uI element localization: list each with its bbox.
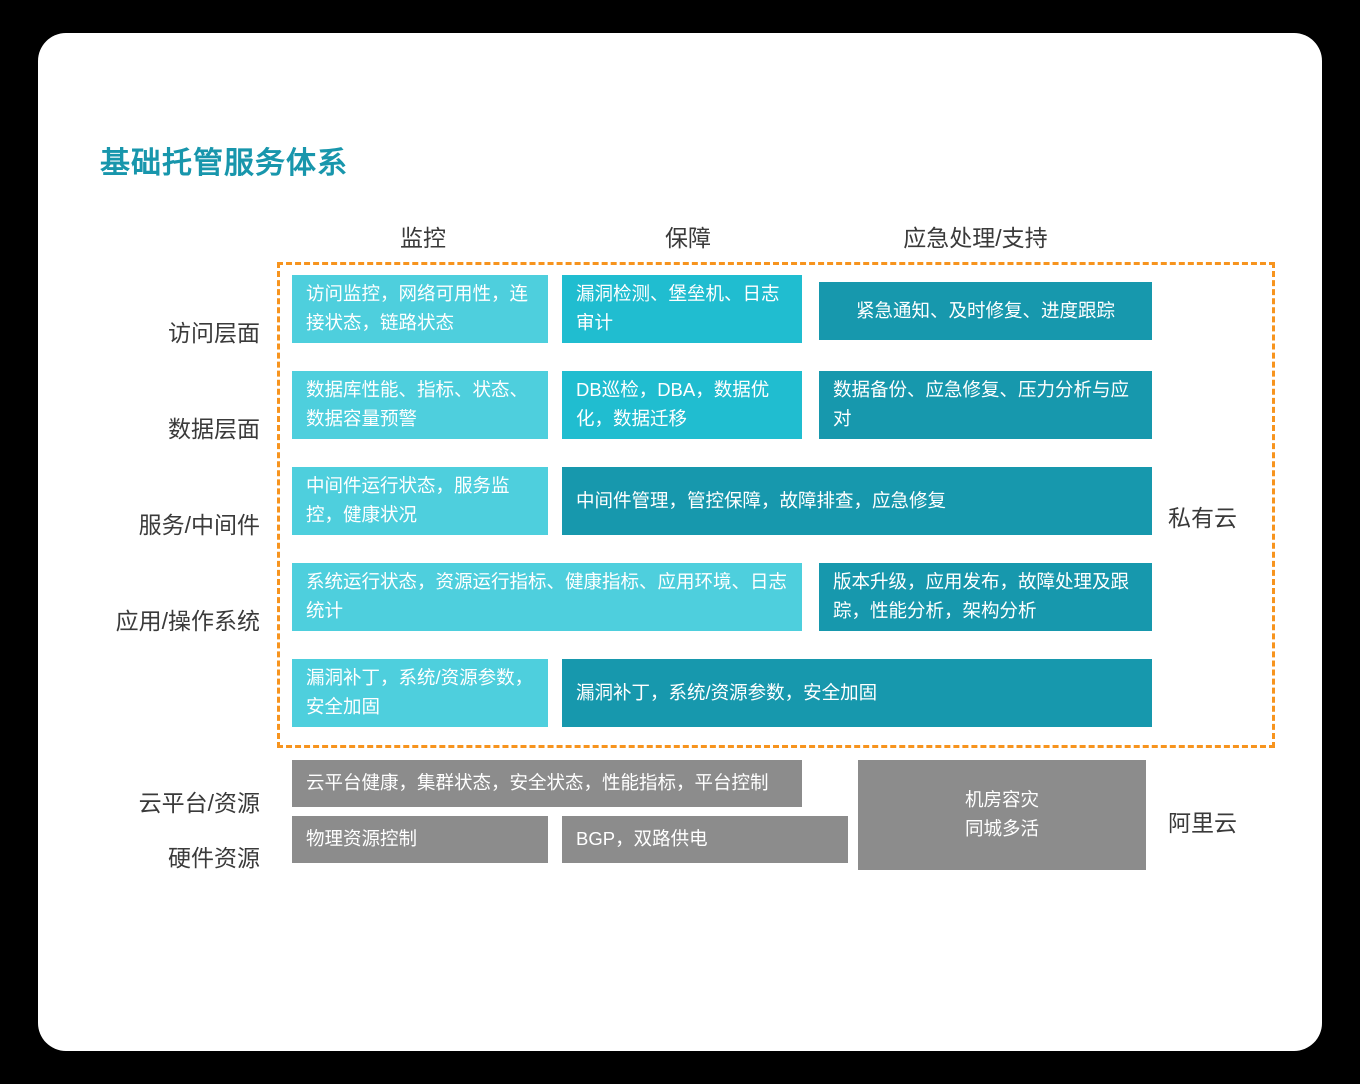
cell-middleware-monitoring[interactable]: 中间件运行状态，服务监控，健康状况	[292, 467, 548, 535]
cell-application-monitoring-assurance[interactable]: 系统运行状态，资源运行指标、健康指标、应用环境、日志统计	[292, 563, 802, 631]
side-label-alibaba-cloud: 阿里云	[1168, 810, 1237, 836]
cell-access-assurance[interactable]: 漏洞检测、堡垒机、日志审计	[562, 275, 802, 343]
diagram-card: 基础托管服务体系 监控 保障 应急处理/支持 访问层面 数据层面 服务/中间件 …	[38, 33, 1322, 1051]
cell-security-monitoring[interactable]: 漏洞补丁，系统/资源参数，安全加固	[292, 659, 548, 727]
cell-cloud-platform-monitoring[interactable]: 云平台健康，集群状态，安全状态，性能指标，平台控制	[292, 760, 802, 807]
column-header-monitoring: 监控	[400, 225, 446, 251]
cell-security-assurance-emergency[interactable]: 漏洞补丁，系统/资源参数，安全加固	[562, 659, 1152, 727]
cell-access-monitoring[interactable]: 访问监控，网络可用性，连接状态，链路状态	[292, 275, 548, 343]
row-label-middleware: 服务/中间件	[138, 512, 260, 538]
column-header-emergency: 应急处理/支持	[903, 225, 1048, 251]
cell-data-assurance[interactable]: DB巡检，DBA，数据优化，数据迁移	[562, 371, 802, 439]
cell-data-emergency[interactable]: 数据备份、应急修复、压力分析与应对	[819, 371, 1152, 439]
cell-hardware-assurance[interactable]: BGP，双路供电	[562, 816, 848, 863]
side-label-private-cloud: 私有云	[1168, 505, 1237, 531]
cell-middleware-assurance-emergency[interactable]: 中间件管理，管控保障，故障排查，应急修复	[562, 467, 1152, 535]
cell-data-monitoring[interactable]: 数据库性能、指标、状态、数据容量预警	[292, 371, 548, 439]
cell-access-emergency[interactable]: 紧急通知、及时修复、进度跟踪	[819, 282, 1152, 340]
cell-disaster-recovery[interactable]: 机房容灾 同城多活	[858, 760, 1146, 870]
column-header-assurance: 保障	[665, 225, 711, 251]
row-label-data: 数据层面	[168, 416, 260, 442]
row-label-access: 访问层面	[168, 320, 260, 346]
page-title: 基础托管服务体系	[100, 147, 348, 180]
row-label-hardware: 硬件资源	[168, 845, 260, 871]
cell-hardware-monitoring[interactable]: 物理资源控制	[292, 816, 548, 863]
row-label-application: 应用/操作系统	[115, 608, 260, 634]
row-label-cloud-platform: 云平台/资源	[138, 790, 260, 816]
cell-application-emergency[interactable]: 版本升级，应用发布，故障处理及跟踪，性能分析，架构分析	[819, 563, 1152, 631]
